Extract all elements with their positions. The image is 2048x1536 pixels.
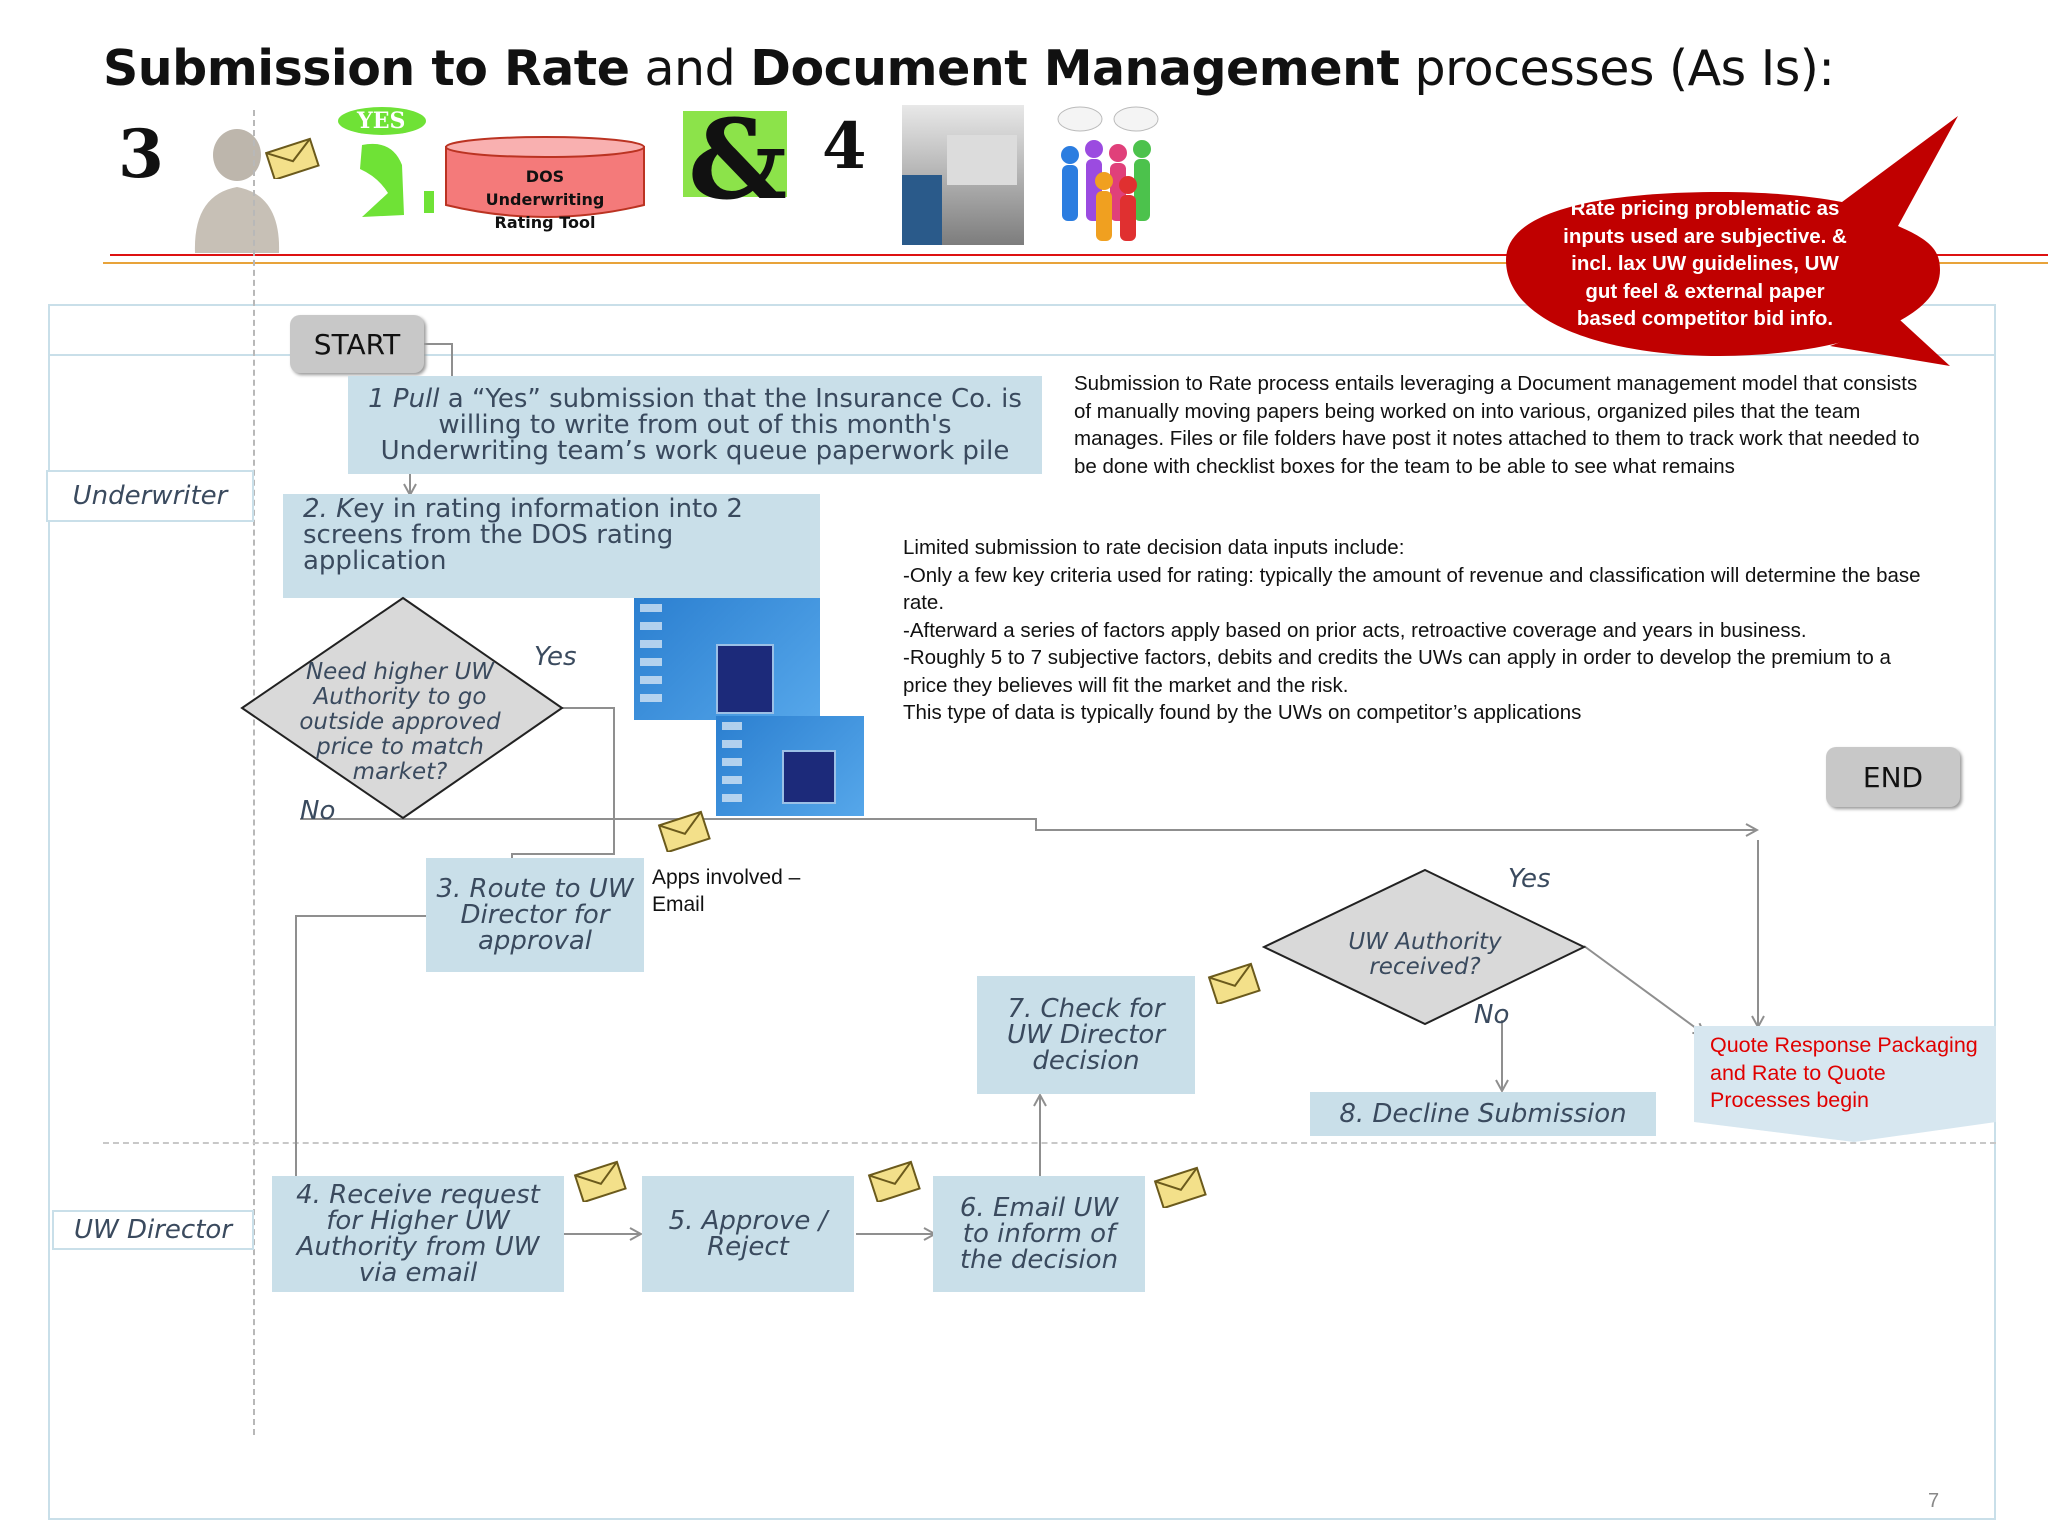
step-7-box: 7. Check for UW Director decision (977, 976, 1195, 1094)
yes-bubble-icon (338, 107, 434, 217)
start-node: START (290, 315, 424, 373)
data-inputs-line: This type of data is typically found by … (903, 701, 1582, 724)
step-8-text: 8. Decline Submission (1339, 1099, 1627, 1129)
step-5-box: 5. Approve / Reject (642, 1176, 854, 1292)
data-inputs-line: -Afterward a series of factors apply bas… (903, 618, 1807, 642)
decision-2-no-label: No (1474, 1000, 1510, 1030)
dos-screenshot-2 (716, 716, 864, 816)
decision-1-diamond (240, 596, 564, 820)
team-people-icon (1057, 106, 1159, 241)
swimlane-header-line (48, 354, 1996, 356)
rating-tool-label: DOS Underwriting Rating Tool (485, 167, 605, 232)
decision-2-diamond (1262, 868, 1587, 1026)
envelope-icon-step6 (1153, 1166, 1207, 1208)
header-divider-gold (103, 262, 2048, 264)
step-4-box: 4. Receive request for Higher UW Authori… (272, 1176, 564, 1292)
data-inputs-line: Limited submission to rate decision data… (903, 536, 1405, 559)
decision-2-text: UW Authority received? (1348, 929, 1502, 980)
ampersand-icon (683, 111, 787, 197)
icon-strip: 3 YES DOS Underwriting Rating Tool & 4 (110, 95, 1190, 255)
ampersand-glyph: & (688, 95, 788, 224)
step-3-box: 3. Route to UW Director for approval (426, 858, 644, 972)
step-2-text: 2. Key in rating information into 2 scre… (303, 494, 743, 576)
step-8-box: 8. Decline Submission (1310, 1092, 1656, 1136)
yes-bubble-label: YES (357, 108, 406, 134)
lane-label-underwriter: Underwriter (46, 470, 254, 522)
dos-screenshot-1 (634, 598, 820, 720)
decision-1-no-label: No (300, 796, 336, 826)
decision-1-yes-label: Yes (534, 642, 577, 672)
lane-divider-vertical (253, 110, 255, 1435)
page-title: Submission to Rate and Document Manageme… (103, 40, 1835, 97)
envelope-icon-step4 (573, 1160, 627, 1202)
step-4-text: 4. Receive request for Higher UW Authori… (296, 1180, 540, 1288)
callout-text: Rate pricing problematic as inputs used … (1563, 197, 1847, 330)
lane-divider-horizontal (103, 1142, 1996, 1144)
step-6-box: 6. Email UW to inform of the decision (933, 1176, 1145, 1292)
data-inputs-description: Limited submission to rate decision data… (903, 534, 1923, 727)
person-icon (194, 129, 280, 253)
envelope-icon (265, 137, 320, 179)
callout-bubble (1506, 116, 1958, 366)
lane-label-uw-director: UW Director (52, 1210, 254, 1250)
header-divider-red (110, 254, 2048, 256)
step-1-text: 1 Pull a “Yes” submission that the Insur… (368, 384, 1022, 466)
step-5-text: 5. Approve / Reject (668, 1206, 828, 1262)
database-icon (445, 136, 645, 218)
end-node: END (1826, 747, 1960, 807)
data-inputs-line: -Roughly 5 to 7 subjective factors, debi… (903, 646, 1891, 697)
decision-2-yes-label: Yes (1508, 864, 1551, 894)
envelope-icon-step5 (867, 1160, 921, 1202)
step-6-text: 6. Email UW to inform of the decision (959, 1193, 1119, 1275)
apps-involved-note: Apps involved – Email (652, 866, 801, 916)
office-photo (902, 105, 1024, 245)
quote-box-shape (1694, 1026, 1996, 1142)
swimlane-frame (48, 304, 1996, 1520)
step-2-box: 2. Key in rating information into 2 scre… (283, 494, 820, 598)
data-inputs-line: -Only a few key criteria used for rating… (903, 563, 1921, 615)
step-3-text: 3. Route to UW Director for approval (436, 874, 634, 956)
number-four-icon: 4 (822, 109, 867, 184)
envelope-icon-apps (657, 810, 711, 852)
page-number: 7 (1928, 1490, 1940, 1512)
number-three-icon: 3 (118, 115, 164, 193)
step-7-text: 7. Check for UW Director decision (1006, 994, 1166, 1076)
envelope-icon-step7 (1207, 962, 1261, 1004)
quote-response-text: Quote Response Packaging and Rate to Quo… (1710, 1033, 1978, 1112)
decision-1-text: Need higher UW Authority to go outside a… (299, 659, 501, 785)
step-1-box: 1 Pull a “Yes” submission that the Insur… (348, 376, 1042, 474)
process-description: Submission to Rate process entails lever… (1074, 372, 1920, 478)
